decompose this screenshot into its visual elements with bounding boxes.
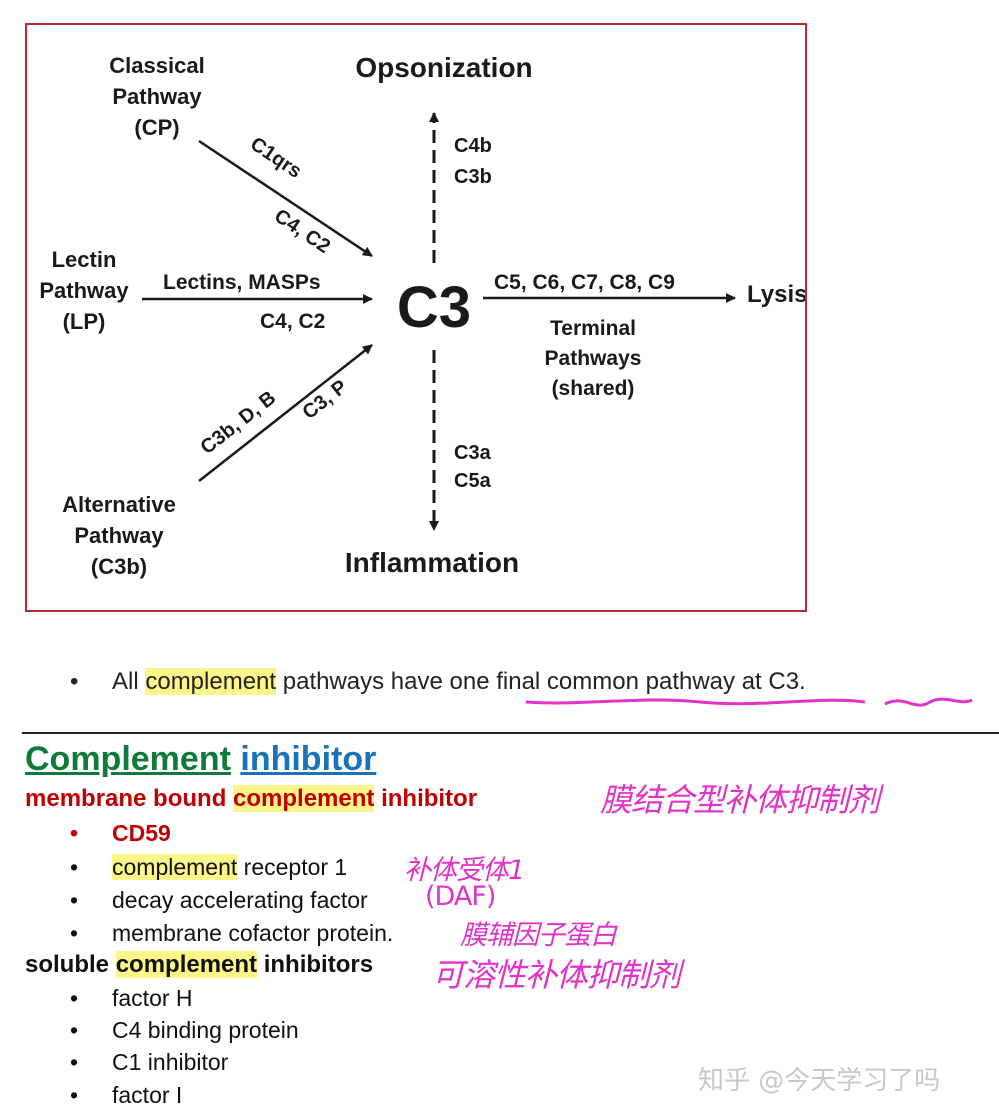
svg-text:Pathways: Pathways bbox=[545, 347, 642, 370]
handwritten-underline bbox=[525, 697, 973, 707]
svg-text:C5a: C5a bbox=[454, 470, 492, 492]
svg-text:(LP): (LP) bbox=[63, 309, 106, 334]
page-heading: Complement inhibitor bbox=[25, 740, 376, 779]
svg-text:Terminal: Terminal bbox=[550, 317, 636, 340]
classical-upper-label: C1qrs bbox=[246, 133, 305, 183]
opsonization-fragments: C4b C3b bbox=[454, 135, 492, 188]
pathway-diagram: C3 Opsonization Inflammation Lysis Class… bbox=[25, 23, 807, 612]
summary-text-end: at C3. bbox=[741, 668, 806, 695]
svg-text:C4b: C4b bbox=[454, 135, 492, 157]
lectin-lower-label: C4, C2 bbox=[260, 310, 325, 333]
svg-text:Pathway: Pathway bbox=[74, 523, 164, 548]
terminal-components-label: C5, C6, C7, C8, C9 bbox=[494, 271, 675, 294]
bullet-dot: • bbox=[70, 668, 79, 695]
lectin-upper-label: Lectins, MASPs bbox=[163, 271, 321, 294]
opsonization-label: Opsonization bbox=[355, 52, 532, 83]
summary-text-mid: pathways have bbox=[276, 668, 450, 695]
list-item-cd59: CD59 bbox=[112, 820, 171, 846]
lectin-pathway-label: Lectin Pathway (LP) bbox=[39, 247, 129, 334]
classical-pathway-label: Classical Pathway (CP) bbox=[109, 53, 204, 140]
heading-word-complement[interactable]: Complement bbox=[25, 740, 231, 778]
svg-text:(shared): (shared) bbox=[552, 377, 635, 400]
svg-text:Classical: Classical bbox=[109, 53, 204, 78]
svg-text:Lectin: Lectin bbox=[52, 247, 117, 272]
svg-text:(C3b): (C3b) bbox=[91, 554, 147, 579]
svg-text:C3a: C3a bbox=[454, 442, 492, 464]
watermark: 知乎 @今天学习了吗 bbox=[698, 1066, 941, 1096]
classical-lower-label: C4, C2 bbox=[270, 205, 334, 258]
daf-annotation: (DAF) bbox=[425, 881, 496, 912]
diagram-canvas: C3 Opsonization Inflammation Lysis Class… bbox=[39, 52, 805, 579]
classical-arrow bbox=[198, 139, 373, 258]
alternative-lower-label: C3b, D, B bbox=[197, 387, 281, 459]
svg-text:Pathway: Pathway bbox=[39, 278, 129, 303]
c3-center-label: C3 bbox=[397, 275, 471, 340]
svg-text:C3b: C3b bbox=[454, 166, 492, 188]
inflammation-label: Inflammation bbox=[345, 547, 519, 578]
membrane-annotation: 膜结合型补体抑制剂 bbox=[600, 781, 880, 819]
svg-text:(CP): (CP) bbox=[134, 115, 179, 140]
svg-text:Pathway: Pathway bbox=[112, 84, 202, 109]
alternative-pathway-label: Alternative Pathway (C3b) bbox=[62, 492, 176, 579]
soluble-heading: soluble complement inhibitors bbox=[25, 951, 374, 978]
alternative-arrow bbox=[198, 344, 373, 482]
summary-underlined-phrase: one final common pathway bbox=[449, 668, 736, 695]
lysis-label: Lysis bbox=[747, 281, 805, 308]
cofactor-annotation: 膜辅因子蛋白 bbox=[460, 920, 617, 951]
highlight-complement: complement bbox=[145, 668, 277, 695]
membrane-bound-heading: membrane bound complement inhibitor bbox=[25, 785, 478, 812]
soluble-annotation: 可溶性补体抑制剂 bbox=[432, 956, 681, 994]
terminal-pathways-label: Terminal Pathways (shared) bbox=[545, 317, 642, 400]
section-divider bbox=[22, 732, 999, 734]
heading-word-inhibitor[interactable]: inhibitor bbox=[240, 740, 377, 778]
svg-text:Alternative: Alternative bbox=[62, 492, 176, 517]
inflammation-fragments: C3a C5a bbox=[454, 442, 492, 492]
summary-text-start: All bbox=[112, 668, 146, 695]
receptor-annotation: 补体受体1 bbox=[404, 855, 525, 886]
